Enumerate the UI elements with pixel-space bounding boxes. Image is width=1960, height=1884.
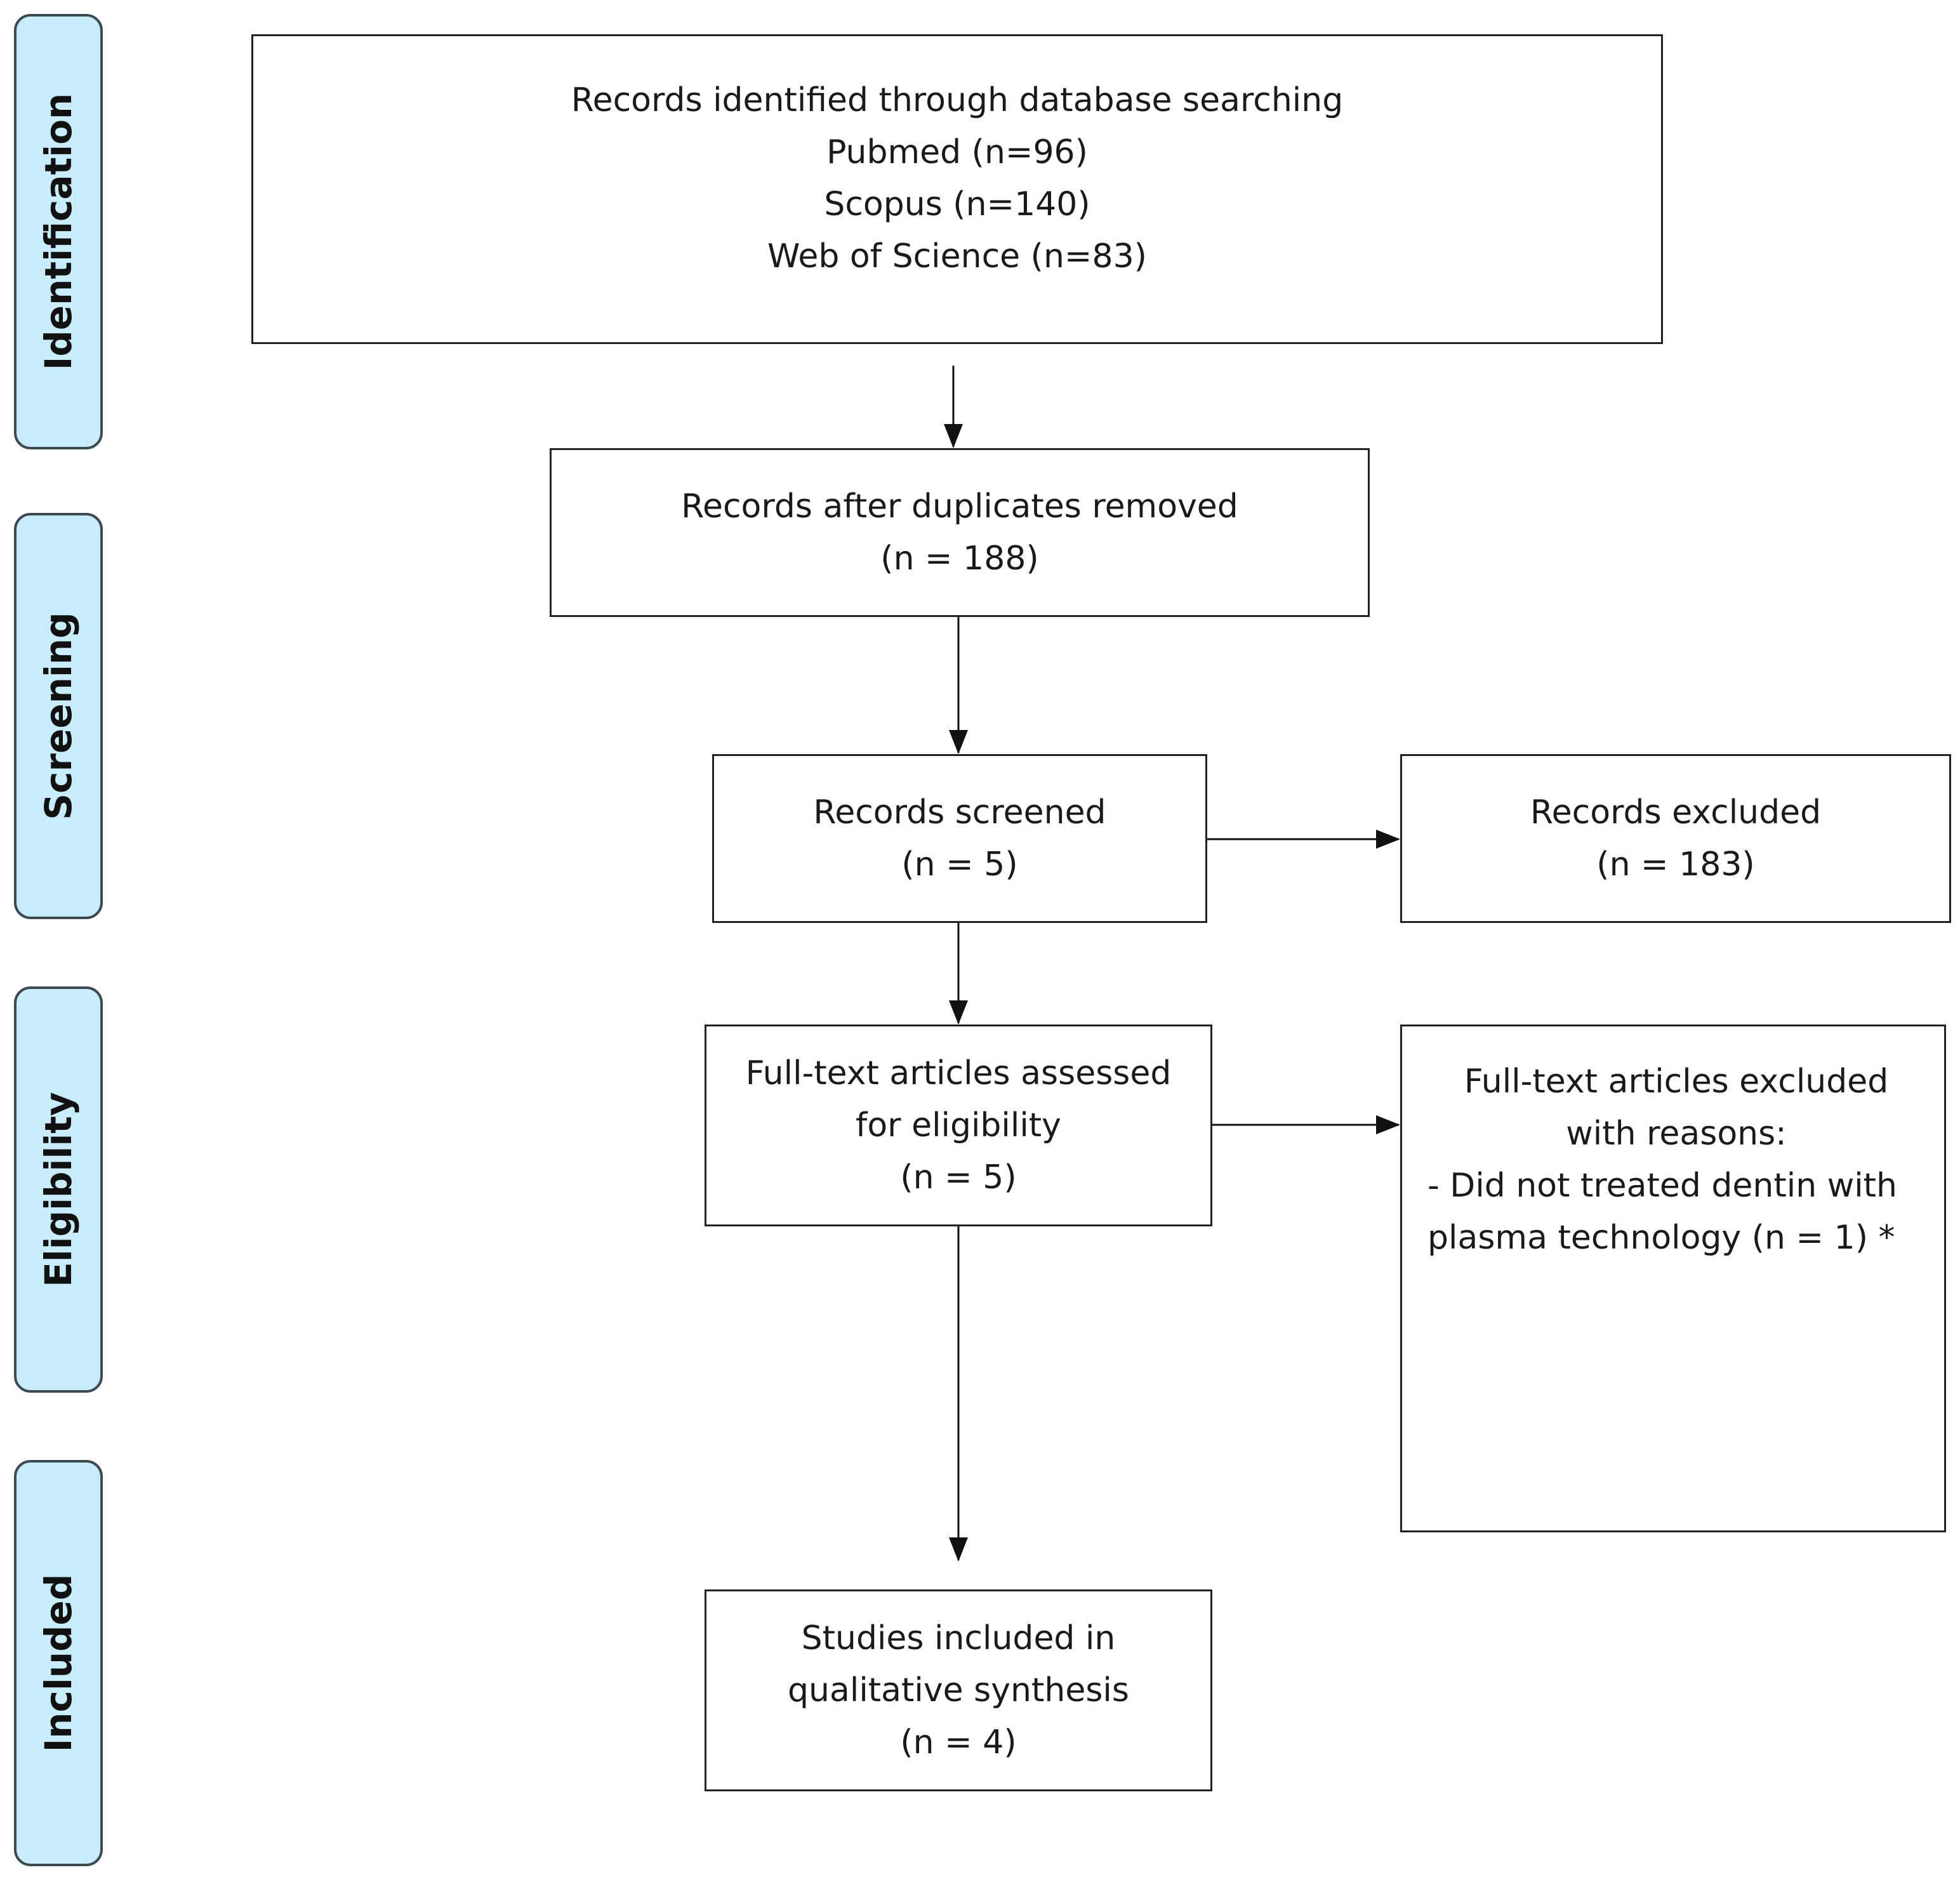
records-after-duplicates-count: (n = 188) (880, 540, 1039, 578)
records-excluded-title: Records excluded (1530, 793, 1822, 832)
records-identified-title: Records identified through database sear… (571, 81, 1344, 119)
fulltext-excluded-reason2: plasma technology (n = 1) * (1427, 1219, 1895, 1257)
phase-screening: Screening (14, 513, 103, 919)
phase-eligibility: Eligibility (14, 986, 103, 1393)
records-after-duplicates-title: Records after duplicates removed (681, 488, 1238, 526)
fulltext-assessed-line1: Full-text articles assessed (745, 1054, 1172, 1092)
phase-included: Included (14, 1460, 103, 1866)
records-excluded-box: Records excluded (n = 183) (1400, 754, 1951, 923)
studies-included-line1: Studies included in (801, 1619, 1116, 1657)
web-of-science-count: Web of Science (n=83) (767, 237, 1147, 275)
fulltext-excluded-line2: with reasons: (1566, 1115, 1787, 1153)
records-screened-count: (n = 5) (901, 846, 1018, 884)
fulltext-excluded-line1: Full-text articles excluded (1464, 1063, 1889, 1101)
records-after-duplicates-box: Records after duplicates removed (n = 18… (550, 448, 1370, 617)
pubmed-count: Pubmed (n=96) (826, 133, 1088, 171)
fulltext-assessed-line2: for eligibility (856, 1106, 1061, 1144)
fulltext-assessed-count: (n = 5) (900, 1158, 1017, 1197)
scopus-count: Scopus (n=140) (824, 185, 1090, 223)
records-excluded-count: (n = 183) (1596, 846, 1755, 884)
phase-identification: Identification (14, 14, 103, 449)
fulltext-excluded-reason1: - Did not treated dentin with (1427, 1167, 1898, 1205)
records-screened-title: Records screened (813, 793, 1106, 832)
records-identified-box: Records identified through database sear… (251, 34, 1663, 344)
fulltext-excluded-box: Full-text articles excluded with reasons… (1400, 1025, 1946, 1532)
studies-included-line2: qualitative synthesis (788, 1671, 1129, 1709)
records-screened-box: Records screened (n = 5) (712, 754, 1207, 923)
studies-included-count: (n = 4) (900, 1723, 1017, 1761)
fulltext-assessed-box: Full-text articles assessed for eligibil… (705, 1025, 1212, 1226)
studies-included-box: Studies included in qualitative synthesi… (705, 1589, 1212, 1791)
